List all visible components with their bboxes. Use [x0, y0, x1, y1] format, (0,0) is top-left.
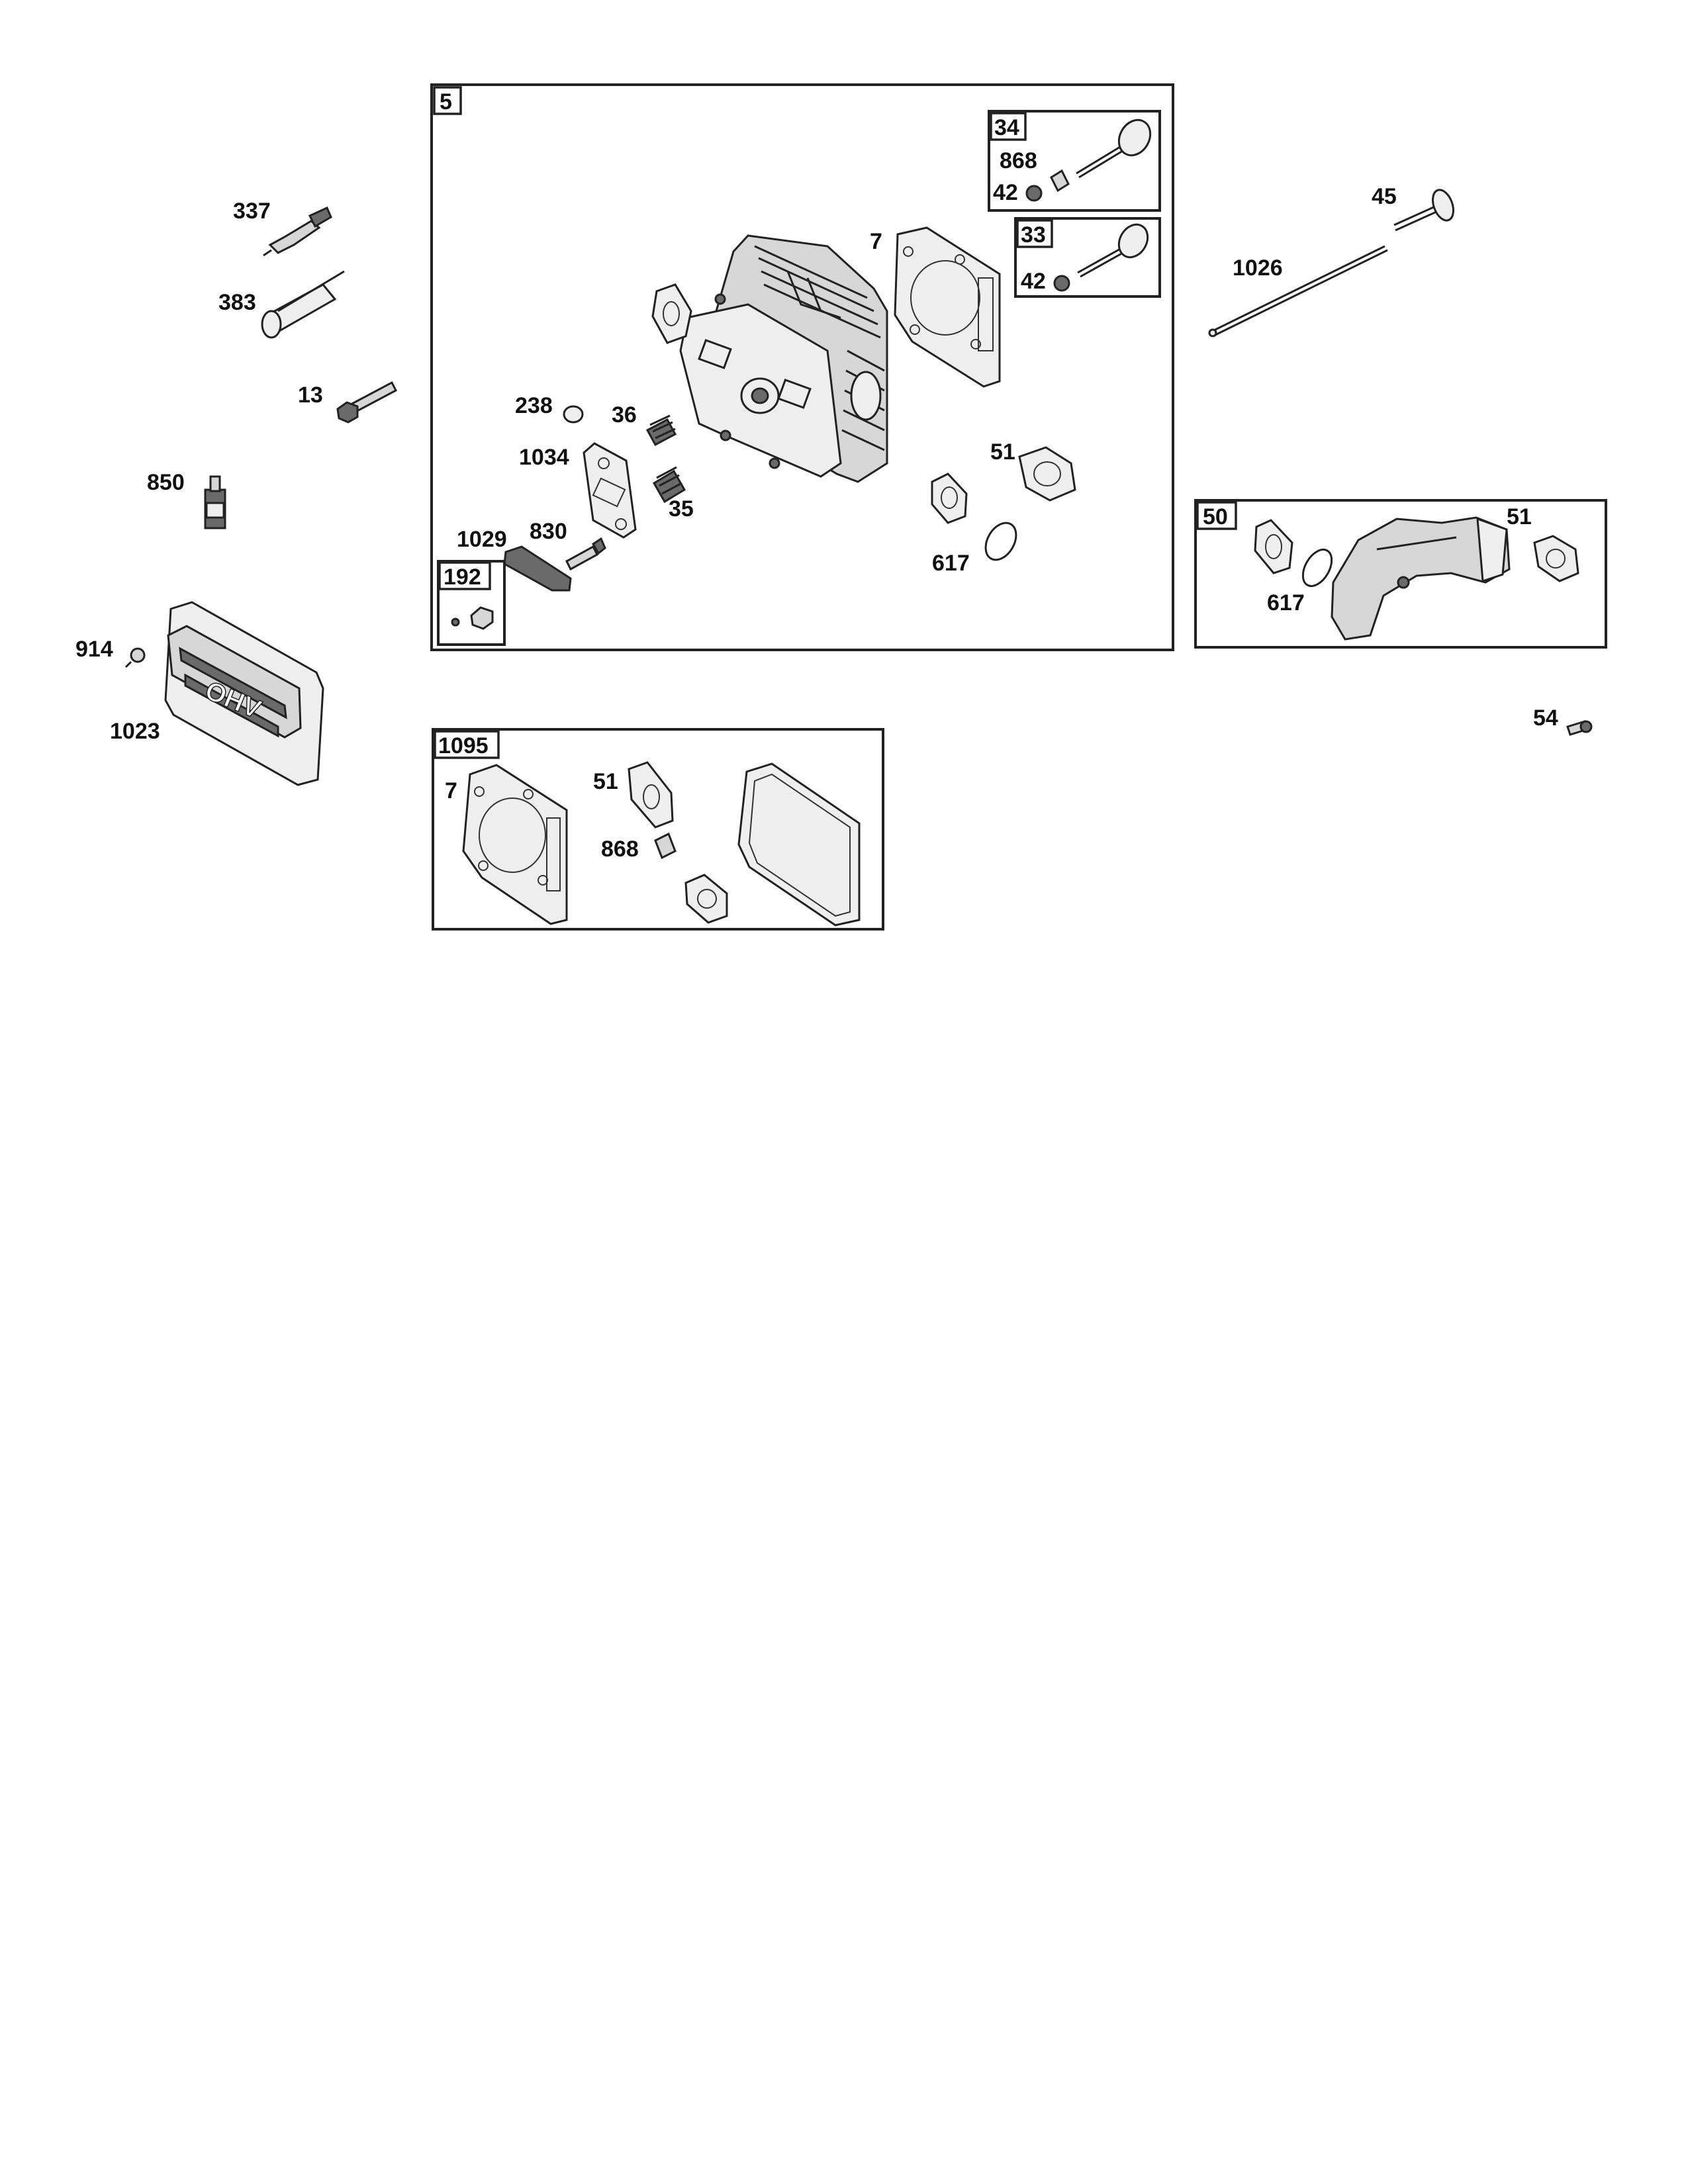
group-tag-34: 34 [994, 115, 1019, 140]
group-tag-5: 5 [440, 89, 452, 114]
label-337: 337 [233, 199, 271, 224]
part-54-screw [1566, 720, 1593, 736]
group-50-intake-manifold: 50 [1194, 499, 1607, 649]
part-1026-push-rod [1208, 245, 1388, 338]
group-5-cylinder-head: 5 [430, 83, 1174, 651]
part-45-valve [1393, 189, 1455, 232]
label-868-34: 868 [1000, 148, 1037, 173]
label-617-50: 617 [1267, 590, 1305, 615]
label-7-1095: 7 [445, 778, 457, 803]
part-1023-valve-cover: OHV [164, 601, 324, 786]
label-914: 914 [75, 637, 113, 662]
label-51-1095: 51 [593, 769, 618, 794]
group-tag-33: 33 [1021, 222, 1046, 248]
label-7-head: 7 [870, 229, 882, 254]
label-51-50: 51 [1507, 504, 1532, 529]
group-tag-50: 50 [1203, 504, 1228, 529]
group-tag-192: 192 [444, 565, 481, 590]
part-830-stud [565, 537, 606, 571]
label-850: 850 [147, 470, 185, 495]
label-1029: 1029 [457, 527, 507, 552]
group-192: 192 [437, 560, 506, 646]
group-1095-gasket-set: 1095 [432, 728, 884, 931]
part-1029-push-rod-guide [503, 545, 572, 592]
part-36-valve-spring [645, 414, 677, 447]
part-238-cap [563, 405, 584, 424]
label-868-1095: 868 [601, 837, 639, 862]
group-33-intake-valve: 33 [1014, 217, 1161, 298]
label-830: 830 [530, 519, 567, 544]
part-914-screw [124, 647, 146, 668]
part-337-spark-plug [263, 206, 332, 257]
label-617-head: 617 [932, 551, 970, 576]
part-cylinder-head [679, 234, 888, 483]
label-42-33: 42 [1021, 269, 1046, 294]
label-1023: 1023 [110, 719, 160, 744]
label-13: 13 [298, 383, 323, 408]
group-34-exhaust-valve: 34 [988, 110, 1161, 212]
label-1026: 1026 [1233, 255, 1283, 281]
part-exhaust-plate [931, 473, 968, 524]
part-35-valve-spring [652, 466, 686, 504]
label-45: 45 [1372, 184, 1397, 209]
part-1034-rocker-plate [583, 442, 637, 539]
part-383-breather [261, 270, 345, 339]
part-51-exhaust-gasket [1018, 446, 1076, 502]
part-7-head-gasket [894, 226, 1001, 388]
label-35: 35 [669, 496, 694, 522]
label-36: 36 [612, 402, 637, 428]
part-617-o-ring [984, 522, 1017, 561]
label-54: 54 [1533, 705, 1558, 731]
label-42-34: 42 [993, 180, 1018, 205]
part-850-sealant-bottle [204, 475, 226, 529]
group-tag-1095: 1095 [438, 733, 489, 758]
part-13-bolt [336, 381, 397, 424]
label-383: 383 [218, 290, 256, 315]
label-1034: 1034 [519, 445, 569, 470]
label-238: 238 [515, 393, 553, 418]
label-51-head: 51 [990, 439, 1015, 465]
part-intake-gasket [651, 283, 692, 344]
